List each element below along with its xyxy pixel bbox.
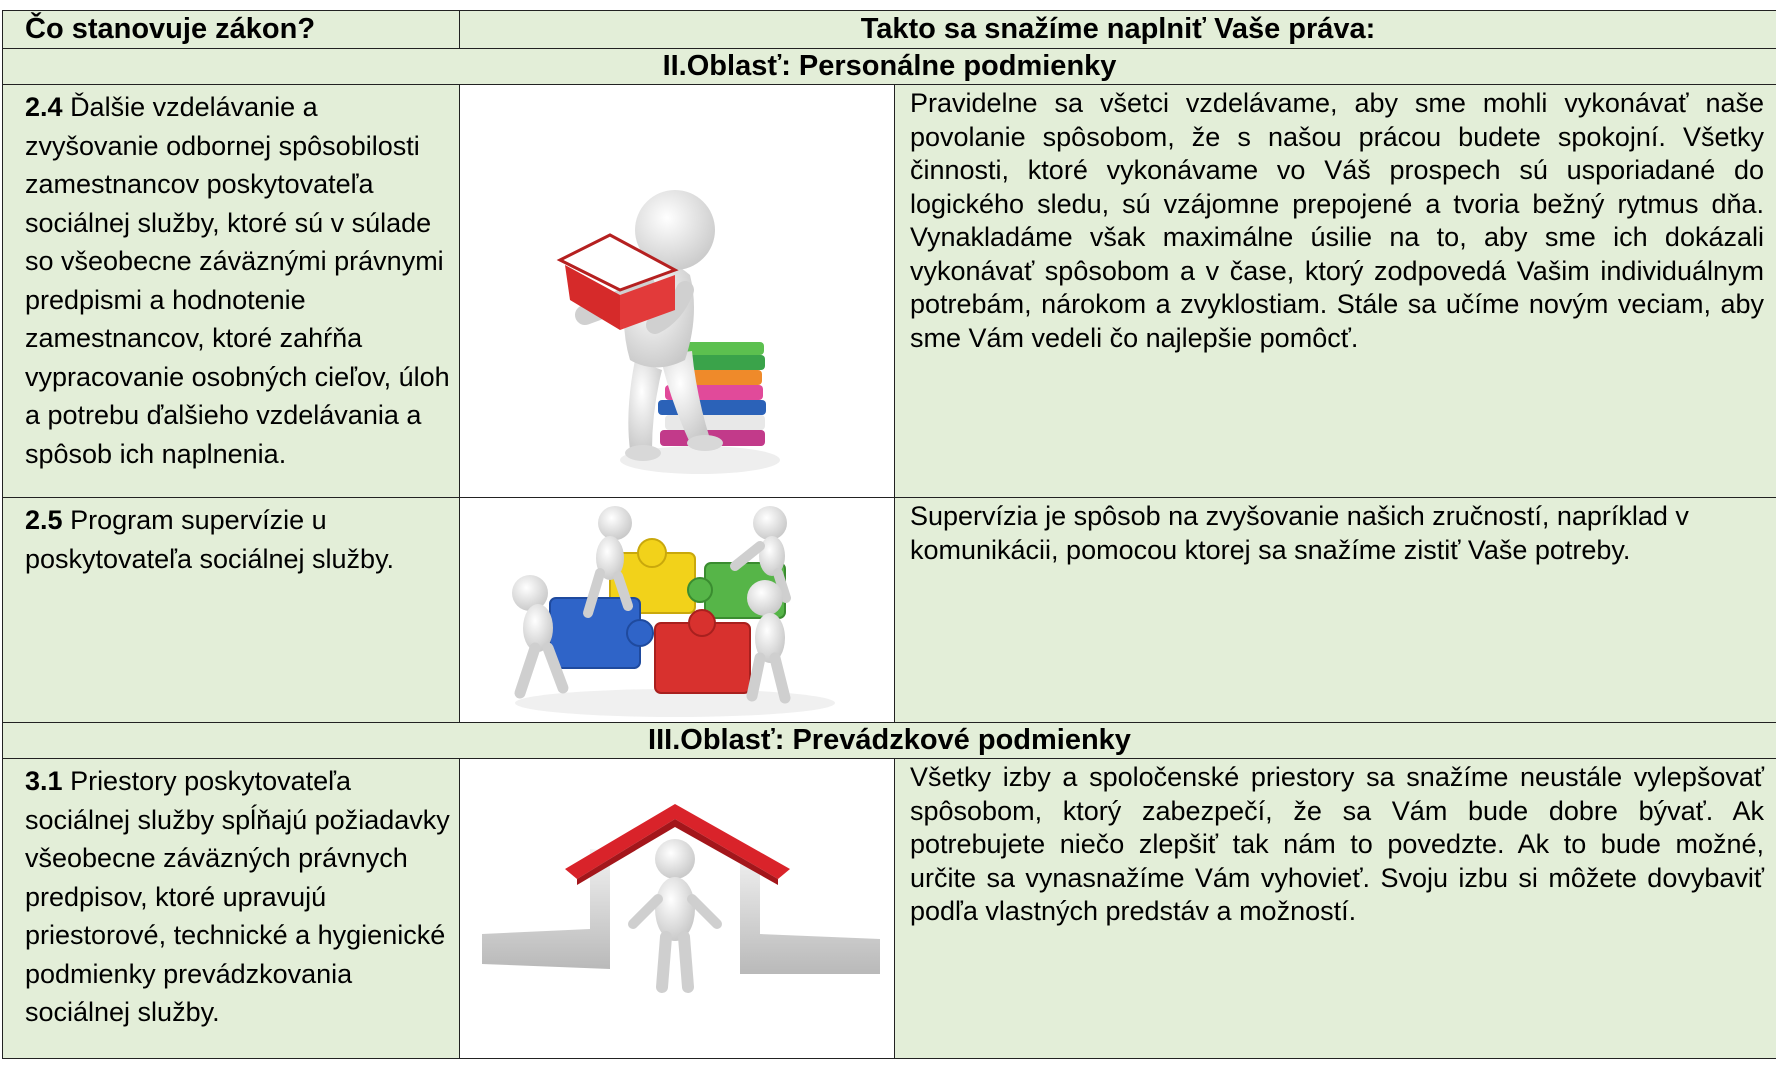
rights-table: Čo stanovuje zákon? Takto sa snažíme nap… <box>2 10 1776 1059</box>
section-title: II.Oblasť: Personálne podmienky <box>2 48 1776 85</box>
reading-figure-illustration <box>556 190 780 474</box>
illustration-cell <box>459 497 895 723</box>
house-roof-icon <box>565 804 790 885</box>
header-rights-column: Takto sa snažíme naplniť Vaše práva: <box>459 10 1776 49</box>
person-figure-icon <box>575 190 723 461</box>
law-cell: 2.5 Program supervízie u poskytovateľa s… <box>2 497 460 723</box>
person-figure-icon <box>628 839 722 993</box>
item-number: 3.1 <box>25 766 63 796</box>
law-cell: 2.4 Ďalšie vzdelávanie a zvyšovanie odbo… <box>2 84 460 498</box>
puzzle-blue-icon <box>549 597 654 669</box>
puzzle-red-icon <box>654 609 751 694</box>
person-figure-icon <box>746 580 791 704</box>
section-row: III.Oblasť: Prevádzkové podmienky <box>2 722 1776 759</box>
table-row: 2.4 Ďalšie vzdelávanie a zvyšovanie odbo… <box>2 84 1776 498</box>
description-cell: Všetky izby a spoločenské priestory sa s… <box>894 758 1776 1059</box>
table-header-row: Čo stanovuje zákon? Takto sa snažíme nap… <box>2 10 1776 49</box>
law-text: Ďalšie vzdelávanie a zvyšovanie odbornej… <box>25 92 450 469</box>
document-page: Čo stanovuje zákon? Takto sa snažíme nap… <box>2 10 1776 1088</box>
law-cell: 3.1 Priestory poskytovateľa sociálnej sl… <box>2 758 460 1059</box>
person-figure-icon <box>730 506 791 603</box>
table-row: 2.5 Program supervízie u poskytovateľa s… <box>2 497 1776 723</box>
table-row: 3.1 Priestory poskytovateľa sociálnej sl… <box>2 758 1776 1059</box>
house-figure-illustration <box>482 804 880 993</box>
illustration-cell <box>459 84 895 498</box>
law-text: Priestory poskytovateľa sociálnej služby… <box>25 766 450 1027</box>
house-walls-icon <box>482 849 880 974</box>
section-row: II.Oblasť: Personálne podmienky <box>2 48 1776 85</box>
illustration-cell <box>459 758 895 1059</box>
red-book-icon <box>556 233 679 330</box>
person-figure-icon <box>583 506 633 618</box>
law-text: Program supervízie u poskytovateľa sociá… <box>25 505 395 574</box>
puzzle-figures-illustration <box>512 506 835 717</box>
section-title: III.Oblasť: Prevádzkové podmienky <box>2 722 1776 759</box>
description-cell: Pravidelne sa všetci vzdelávame, aby sme… <box>894 84 1776 498</box>
item-number: 2.4 <box>25 92 63 122</box>
description-cell: Supervízia je spôsob na zvyšovanie našic… <box>894 497 1776 723</box>
header-law-column: Čo stanovuje zákon? <box>2 10 460 49</box>
person-figure-icon <box>512 575 569 699</box>
item-number: 2.5 <box>25 505 63 535</box>
